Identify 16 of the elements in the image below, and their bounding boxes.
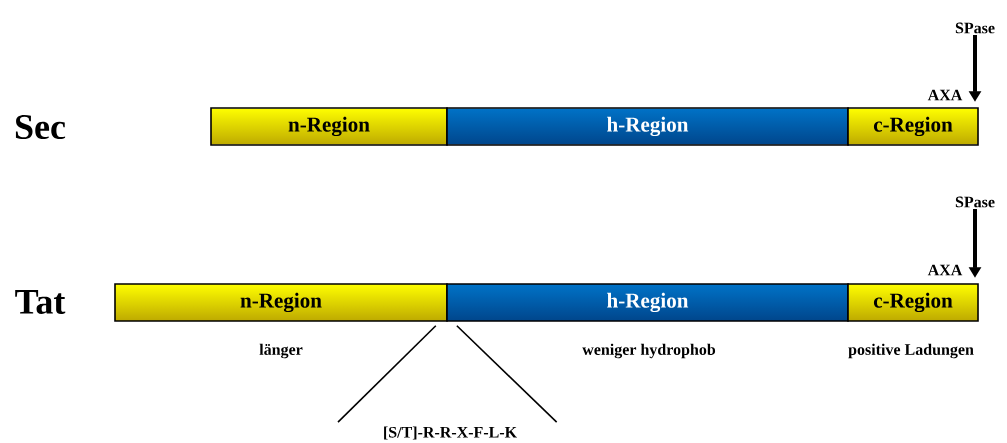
region-box: c-Region xyxy=(847,283,979,322)
site-label: AXA xyxy=(927,89,963,101)
region-note: länger xyxy=(259,343,303,359)
region-note: weniger hydrophob xyxy=(582,343,716,359)
enzyme-label: SPase xyxy=(955,22,995,34)
enzyme-label: SPase xyxy=(955,196,995,208)
region-box: n-Region xyxy=(114,283,448,322)
motif-text: [S/T]-R-R-X-F-L-K xyxy=(384,426,517,440)
expansion-line xyxy=(337,325,437,423)
region-note: positive Ladungen xyxy=(848,343,974,359)
region-box: c-Region xyxy=(847,107,979,146)
site-label: AXA xyxy=(927,264,963,276)
row-label: Tat xyxy=(15,290,66,314)
region-box: n-Region xyxy=(210,107,448,146)
row-label: Sec xyxy=(15,114,66,140)
expansion-line xyxy=(456,325,558,423)
